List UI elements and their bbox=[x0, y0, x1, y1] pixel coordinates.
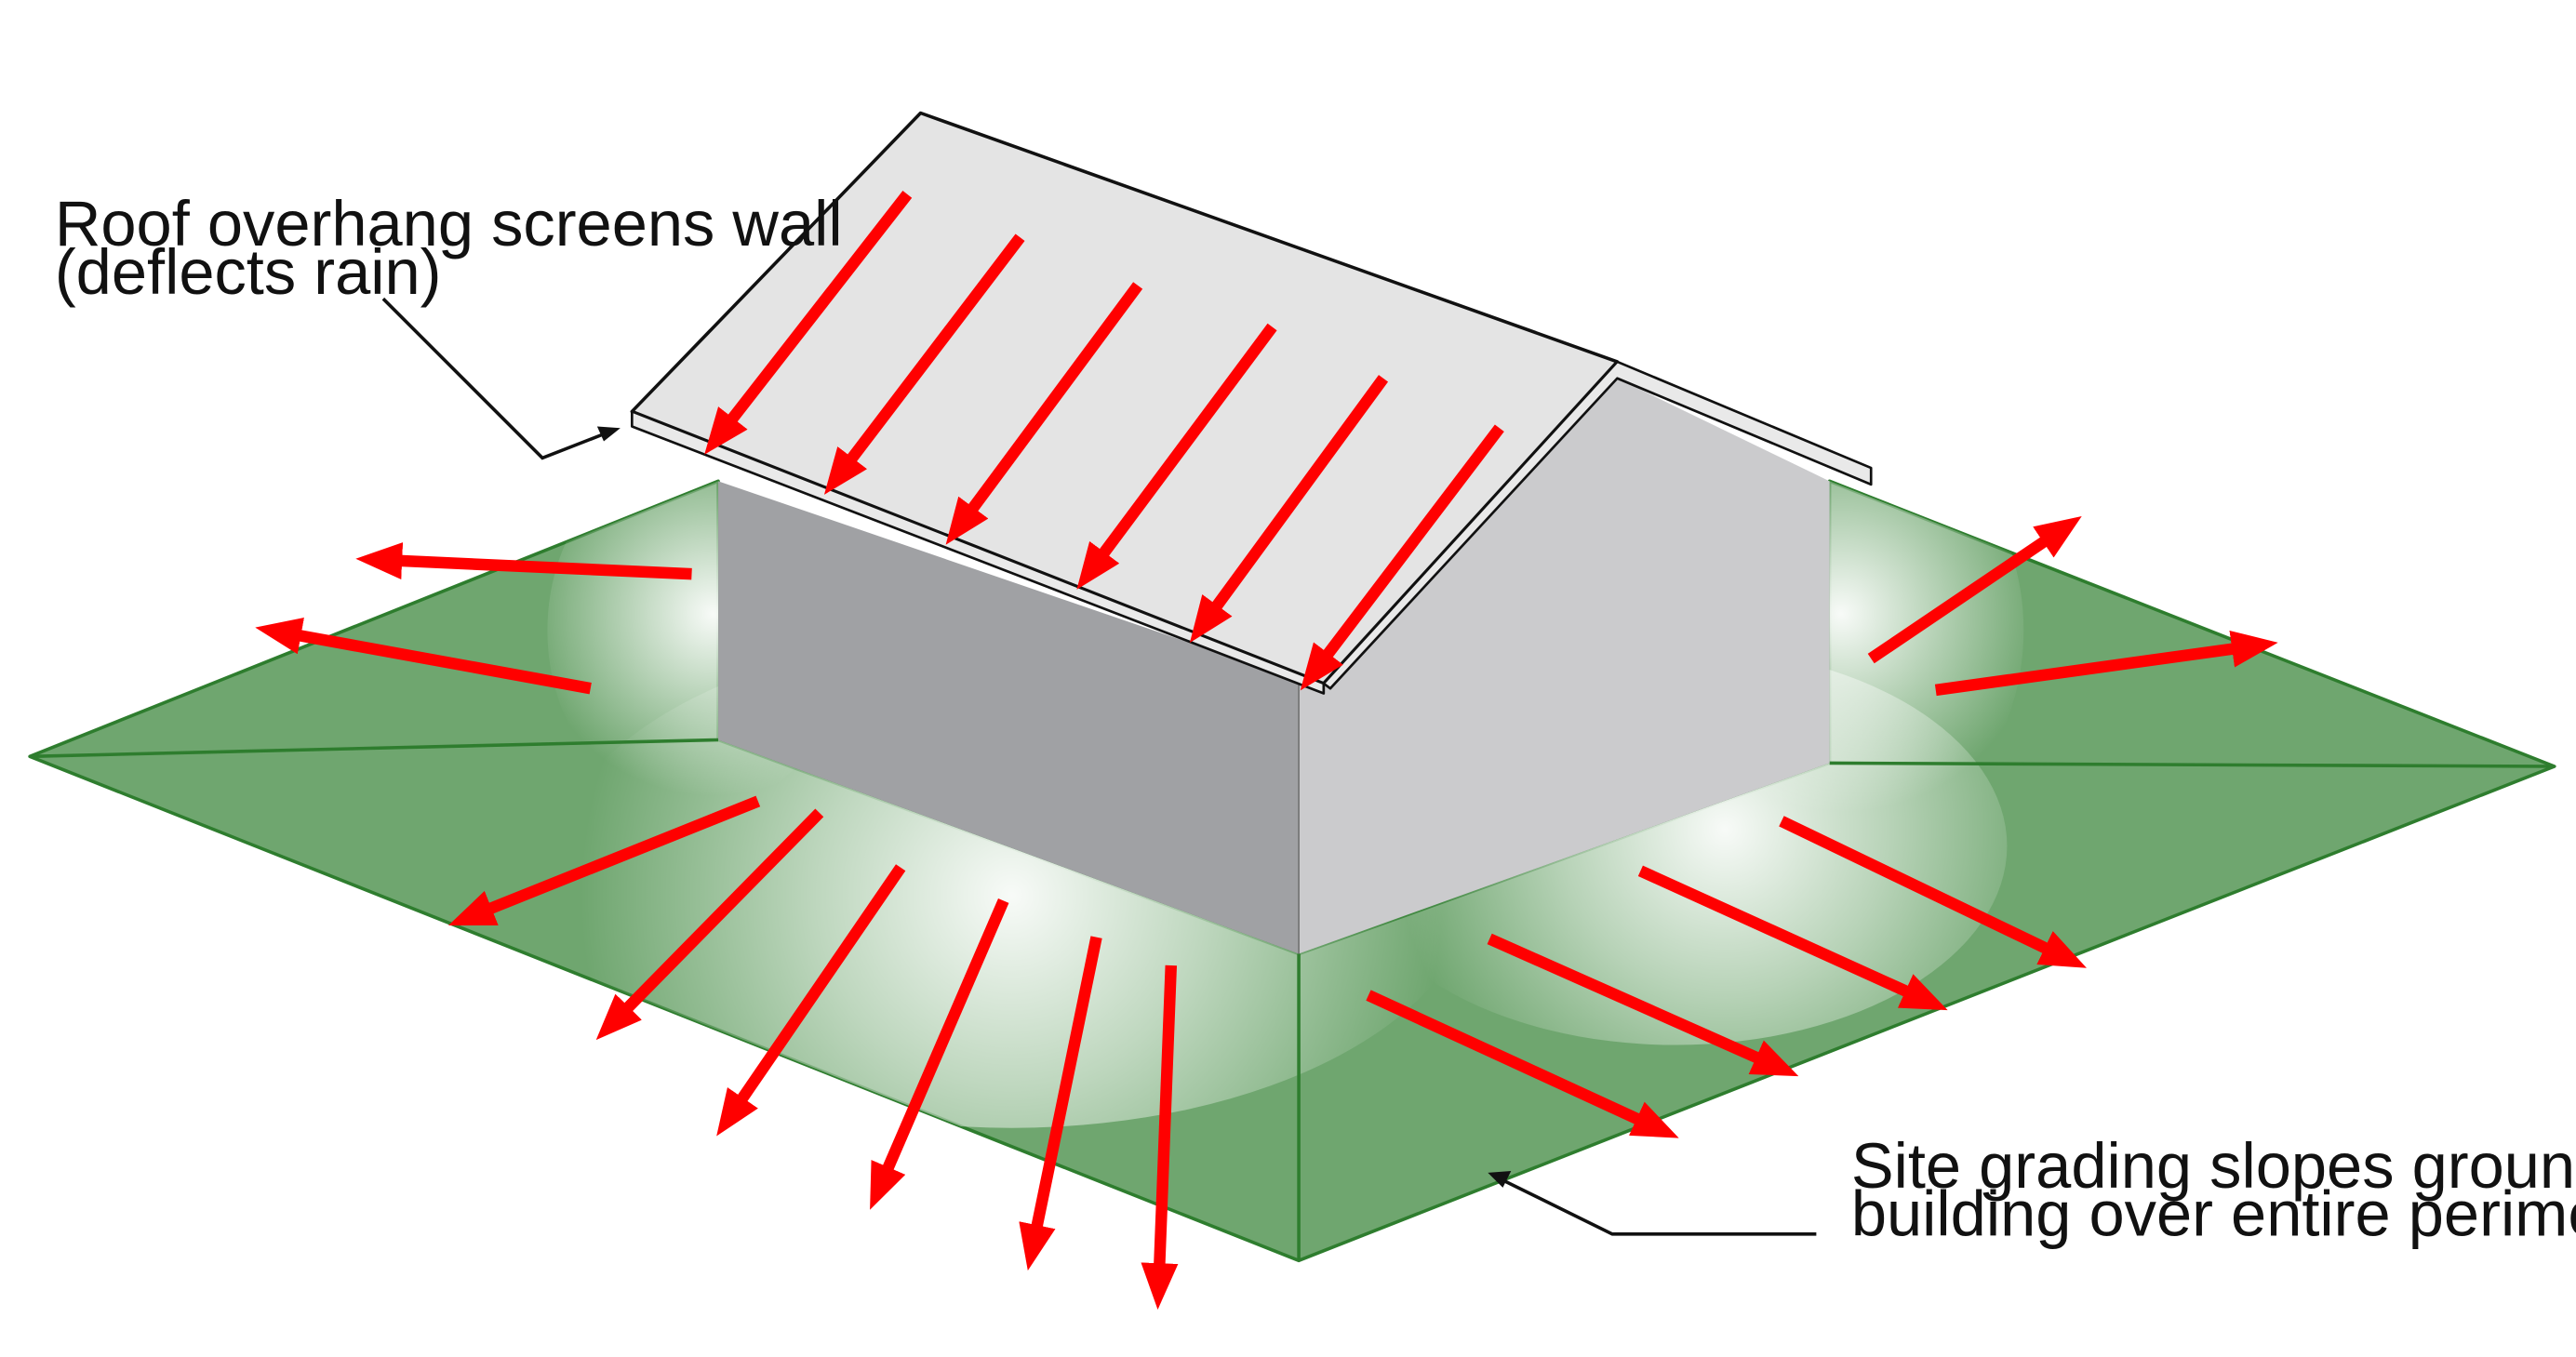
roof-leader-arrowhead bbox=[596, 426, 621, 442]
front-wall bbox=[718, 481, 1300, 954]
building bbox=[718, 378, 1830, 954]
drainage-arrows bbox=[255, 515, 2278, 1310]
rain-arrow bbox=[1189, 375, 1389, 644]
drainage-arrow bbox=[1779, 816, 2087, 968]
grading-leader-line bbox=[1503, 1179, 1817, 1236]
drainage-arrow bbox=[355, 542, 692, 580]
drainage-arrow bbox=[1487, 933, 1799, 1077]
rain-arrow bbox=[945, 282, 1143, 545]
drainage-arrow bbox=[447, 795, 761, 925]
rain-arrow bbox=[1076, 323, 1277, 590]
rain-arrow bbox=[823, 233, 1025, 495]
drainage-arrow bbox=[716, 864, 906, 1137]
roof-leader-line bbox=[381, 297, 603, 460]
roof-eave-fascia bbox=[630, 410, 1326, 695]
grading-callout-line-1: Site grading slopes ground away from bbox=[1851, 1130, 2576, 1202]
roof-callout-line-1: Roof overhang screens wall bbox=[55, 188, 843, 259]
drainage-arrow bbox=[1141, 965, 1179, 1310]
drainage-arrow bbox=[1867, 515, 2082, 664]
drainage-arrow bbox=[595, 808, 824, 1041]
drainage-arrow bbox=[255, 617, 592, 695]
drainage-arrow bbox=[870, 898, 1009, 1210]
roof-callout-line-2: (deflects rain) bbox=[55, 236, 442, 308]
roof-callout: Roof overhang screens wall (deflects rai… bbox=[55, 188, 843, 460]
rain-arrows bbox=[704, 191, 1504, 691]
grading-leader-arrowhead bbox=[1488, 1171, 1512, 1188]
gable-wall bbox=[1299, 378, 1830, 954]
grading-callout-line-2: building over entire perimeter bbox=[1851, 1178, 2576, 1250]
drainage-arrow bbox=[1366, 990, 1679, 1138]
rain-arrow bbox=[704, 191, 913, 455]
drainage-arrow bbox=[1934, 630, 2278, 697]
ground-ridge-lines bbox=[30, 738, 2555, 1261]
rain-arrow bbox=[1300, 424, 1504, 691]
drainage-arrow bbox=[1637, 865, 1948, 1011]
drainage-arrow bbox=[1019, 936, 1102, 1271]
grading-callout: Site grading slopes ground away from bui… bbox=[1488, 1130, 2576, 1250]
